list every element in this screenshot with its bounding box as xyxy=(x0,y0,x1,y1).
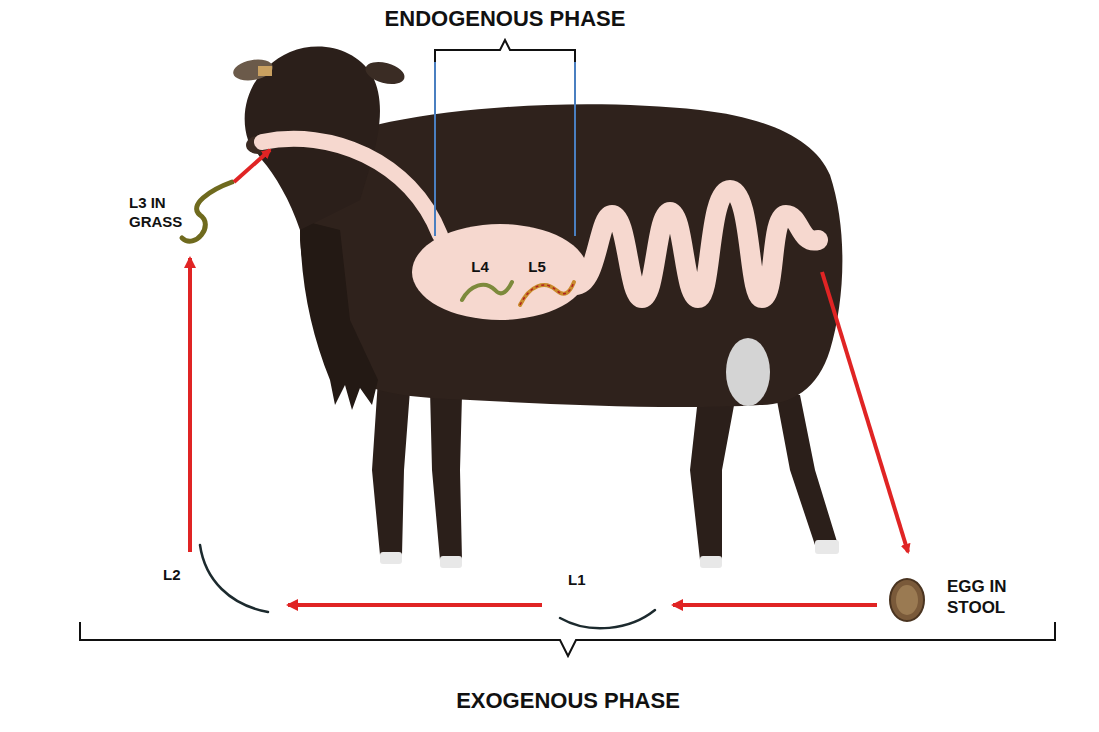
stage-node: L2 xyxy=(145,560,280,620)
phase-title: EXOGENOUS PHASE xyxy=(456,688,680,714)
stage-node: EGG IN STOOL xyxy=(885,568,1055,630)
stage-label: L2 xyxy=(163,566,203,585)
cycle-arrow xyxy=(288,603,542,607)
stage-label: L1 xyxy=(568,571,608,590)
stage-node: L3 IN GRASS xyxy=(125,188,240,250)
stage-label: L4 xyxy=(471,258,489,275)
stage-node: L1 xyxy=(550,565,665,625)
cycle-arrow xyxy=(188,258,192,552)
stage-label: L3 IN GRASS xyxy=(129,194,193,232)
stage-label: EGG IN STOOL xyxy=(947,576,1037,619)
phase-title: ENDOGENOUS PHASE xyxy=(385,6,626,32)
cycle-arrow xyxy=(673,603,877,607)
stage-label: L5 xyxy=(528,258,546,275)
